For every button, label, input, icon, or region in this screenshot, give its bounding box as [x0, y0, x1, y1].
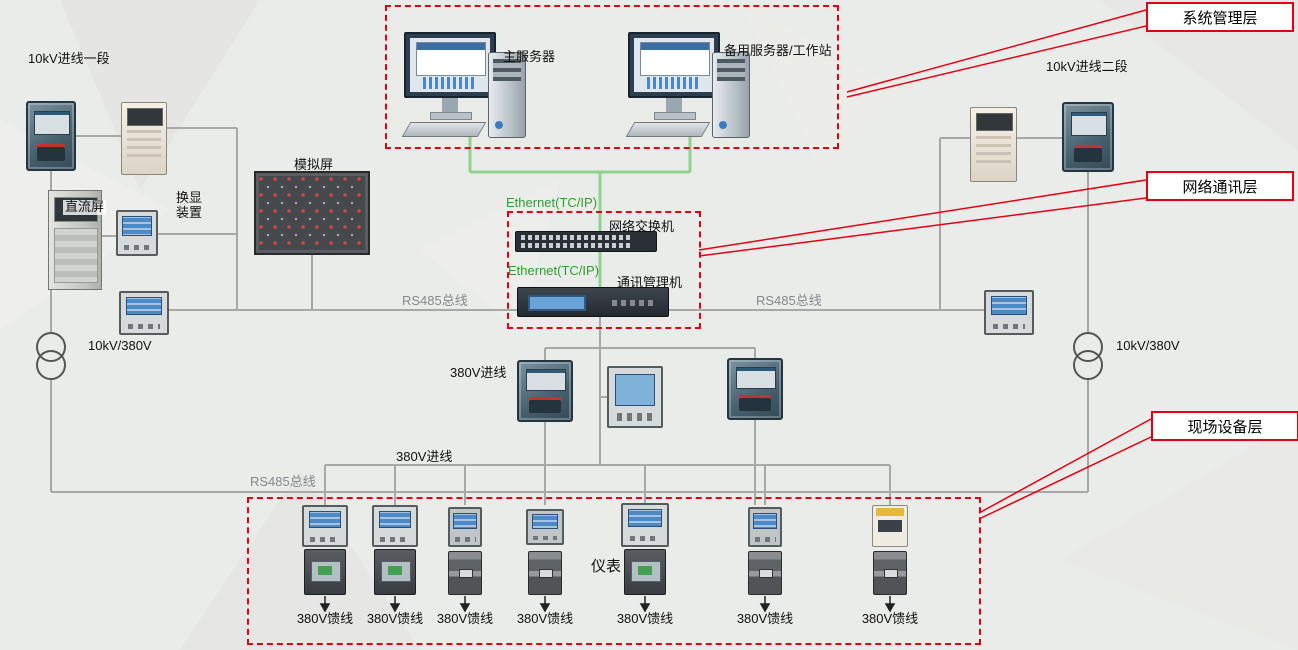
feeder-contactor [624, 549, 666, 595]
screen-icon [634, 38, 714, 92]
feeder-breaker [873, 551, 907, 595]
backup-server-label: 备用服务器/工作站 [724, 43, 832, 58]
mimic-panel [254, 171, 370, 255]
monitor-icon [628, 32, 720, 98]
monitor-base-icon [654, 112, 696, 120]
monitor-icon [404, 32, 496, 98]
feeder-arrows [319, 596, 896, 613]
power-meter-right [984, 290, 1034, 335]
transformer-left-label: 10kV/380V [88, 338, 152, 353]
switch-label: 网络交换机 [609, 219, 675, 234]
field-layer-label: 现场设备层 [1187, 418, 1263, 436]
protection-relay-right [970, 107, 1017, 182]
power-meter-lv [607, 366, 663, 428]
feeder-meter [302, 505, 348, 547]
power-meter-left [119, 291, 169, 335]
ethernet-lines [468, 133, 692, 287]
callout-lines [698, 9, 1152, 520]
feeder-label: 380V馈线 [366, 611, 424, 626]
buttons-icon [454, 537, 476, 542]
backup-server [625, 26, 750, 138]
network-layer-tag: 网络通讯层 [1146, 171, 1294, 201]
display-unit-device [116, 210, 158, 256]
main-server-label: 主服务器 [503, 49, 556, 64]
ethernet-lower-label: Ethernet(TC/IP) [508, 263, 600, 278]
feeder-breaker [528, 551, 562, 595]
feeder-label: 380V馈线 [861, 611, 919, 626]
tower-icon [488, 52, 526, 138]
feeder-meter [621, 503, 669, 547]
incoming-right-label: 10kV进线二段 [1046, 59, 1128, 74]
buttons-icon [616, 413, 654, 421]
network-layer-label: 网络通讯层 [1182, 178, 1258, 196]
gateway-label: 通讯管理机 [617, 275, 683, 290]
lv-incoming-lower-label: 380V进线 [396, 449, 453, 464]
feeder-breaker [748, 551, 782, 595]
breaker-lv-left [517, 360, 573, 422]
transformer-icon [36, 332, 1103, 380]
feeder-meter [748, 507, 782, 547]
lcd-icon [531, 514, 559, 529]
breaker-lv-right [727, 358, 783, 420]
rs485-field-label: RS485总线 [250, 474, 316, 489]
keyboard-icon [401, 122, 487, 137]
transformer-right-label: 10kV/380V [1116, 338, 1180, 353]
keyboard-icon [625, 122, 711, 137]
rs485-left-label: RS485总线 [402, 293, 468, 308]
breaker-incoming-left [26, 101, 76, 171]
network-switch [515, 231, 657, 252]
breaker-incoming-right [1062, 102, 1114, 172]
lcd-icon [753, 512, 777, 530]
feeder-label: 380V馈线 [296, 611, 354, 626]
buttons-icon [310, 536, 340, 542]
buttons-icon [380, 536, 410, 542]
monitor-base-icon [430, 112, 472, 120]
main-server [401, 26, 526, 138]
buttons-icon [754, 537, 776, 542]
monitor-stand-icon [442, 98, 458, 112]
lcd-icon [453, 512, 477, 530]
feeder-contactor [304, 549, 346, 595]
rs485-right-label: RS485总线 [756, 293, 822, 308]
system-layer-label: 系统管理层 [1182, 9, 1258, 27]
feeder-label: 380V馈线 [436, 611, 494, 626]
feeder-din-meter [872, 505, 908, 547]
lcd-icon [627, 509, 663, 528]
meter-group-label: 仪表 [591, 558, 622, 575]
incoming-left-label: 10kV进线一段 [28, 51, 110, 66]
comm-gateway [517, 287, 669, 317]
feeder-label: 380V馈线 [736, 611, 794, 626]
screen-icon [410, 38, 490, 92]
lcd-icon [378, 510, 412, 529]
system-layer-tag: 系统管理层 [1146, 2, 1294, 32]
buttons-icon [629, 536, 661, 542]
buttons-icon [992, 323, 1026, 330]
tower-icon [712, 52, 750, 138]
lcd-icon [614, 373, 656, 407]
lcd-icon [126, 297, 162, 316]
field-layer-tag: 现场设备层 [1151, 411, 1298, 441]
mimic-panel-label: 模拟屏 [294, 157, 334, 172]
protection-relay-left [121, 102, 167, 175]
feeder-meter [448, 507, 482, 547]
lcd-icon [308, 510, 342, 529]
feeder-meter [526, 509, 564, 545]
buttons-icon [127, 324, 161, 330]
ethernet-upper-label: Ethernet(TC/IP) [506, 195, 598, 210]
feeder-label: 380V馈线 [616, 611, 674, 626]
monitor-stand-icon [666, 98, 682, 112]
buttons-icon [533, 535, 557, 541]
feeder-breaker [448, 551, 482, 595]
lv-incoming-upper-label: 380V进线 [450, 365, 507, 380]
feeder-label: 380V馈线 [516, 611, 574, 626]
buttons-icon [123, 244, 151, 251]
dc-panel-label: 直流屏 [63, 199, 107, 215]
feeder-contactor [374, 549, 416, 595]
lcd-icon [991, 296, 1027, 315]
display-unit-label: 换显装置 [176, 190, 203, 220]
lcd-icon [122, 216, 152, 236]
feeder-meter [372, 505, 418, 547]
